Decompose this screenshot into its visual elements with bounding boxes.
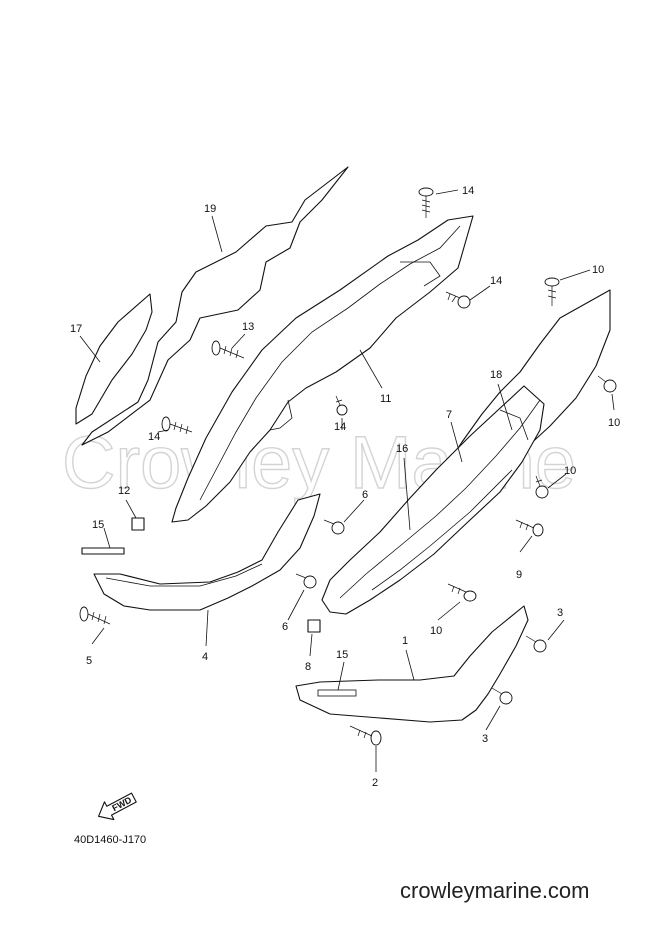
- callout-14-mid: 14: [334, 421, 346, 433]
- fwd-arrow-icon: FWD: [98, 792, 137, 821]
- callout-5: 5: [86, 655, 92, 667]
- screw-13: [211, 340, 245, 359]
- callout-8: 8: [305, 661, 311, 673]
- callout-15-left: 15: [92, 519, 104, 531]
- side-cover-11: [171, 215, 474, 523]
- screw-14-left: [161, 416, 193, 435]
- drawing-code: 40D1460-J170: [74, 834, 146, 846]
- screw-10-top: [544, 277, 560, 306]
- callout-12: 12: [118, 485, 130, 497]
- screw-14-right: [445, 291, 471, 309]
- callout-13: 13: [242, 321, 254, 333]
- screw-5: [79, 606, 111, 625]
- side-cover-16: [321, 385, 545, 615]
- screw-6-top: [323, 519, 345, 535]
- callout-2: 2: [372, 777, 378, 789]
- callout-6-top: 6: [362, 489, 368, 501]
- callout-14-left: 14: [148, 431, 160, 443]
- screw-3-top: [525, 635, 547, 653]
- callout-14-top: 14: [462, 185, 474, 197]
- callout-7: 7: [446, 409, 452, 421]
- callout-1: 1: [402, 635, 408, 647]
- screw-3-bottom: [491, 687, 513, 705]
- callout-10-mid: 10: [564, 465, 576, 477]
- screw-10-right: [597, 375, 617, 393]
- callout-9: 9: [516, 569, 522, 581]
- panel-1: [295, 605, 529, 723]
- callout-18: 18: [490, 369, 502, 381]
- screw-10-bottom: [447, 583, 477, 602]
- callout-11: 11: [380, 393, 391, 405]
- callout-3-top: 3: [557, 607, 563, 619]
- screw-14-mid: [335, 395, 348, 416]
- screw-2: [349, 725, 382, 746]
- screw-10-mid: [535, 475, 549, 499]
- callout-10-bottom: 10: [430, 625, 442, 637]
- callout-4: 4: [202, 651, 208, 663]
- callout-17: 17: [70, 323, 82, 335]
- website-footer: crowleymarine.com: [400, 878, 590, 903]
- screw-9: [515, 519, 544, 537]
- callout-19: 19: [204, 203, 216, 215]
- clip-12: [131, 517, 145, 531]
- screw-14-top: [418, 187, 434, 218]
- nut-8: [307, 619, 321, 633]
- rail-4: [93, 493, 321, 611]
- decal-19: [81, 166, 349, 446]
- callout-15-bottom: 15: [336, 649, 348, 661]
- callout-16: 16: [396, 443, 408, 455]
- screw-6-bottom: [295, 573, 317, 589]
- callout-10-right: 10: [608, 417, 620, 429]
- callout-3-bottom: 3: [482, 733, 488, 745]
- decal-17: [75, 293, 153, 425]
- callout-6-bottom: 6: [282, 621, 288, 633]
- label-15: [81, 547, 125, 555]
- callout-14-right: 14: [490, 275, 502, 287]
- callout-10-top: 10: [592, 264, 604, 276]
- emblem-15: [317, 689, 357, 697]
